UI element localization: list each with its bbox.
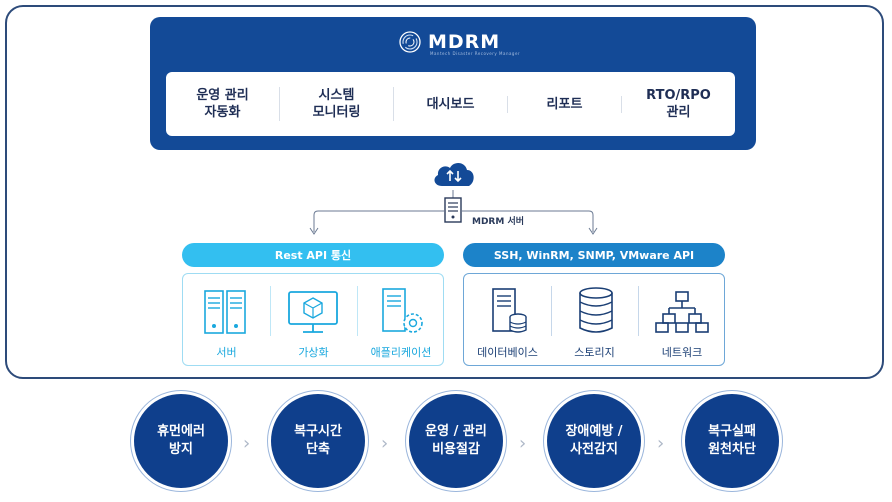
target-database-label: 데이터베이스 bbox=[477, 346, 538, 359]
protocol-api-pill: SSH, WinRM, SNMP, VMware API bbox=[463, 243, 725, 267]
benefit-cost-saving: 운영 / 관리 비용절감 bbox=[409, 394, 503, 488]
chevron-right-icon: › bbox=[519, 433, 527, 454]
benefit-failure-prevention: 장애예방 / 사전감지 bbox=[547, 394, 641, 488]
brand-subtitle: Mantech Disaster Recovery Manager bbox=[430, 51, 521, 56]
brand-name: MDRM bbox=[428, 31, 501, 53]
divider bbox=[270, 286, 271, 336]
mdrm-logo-icon bbox=[399, 31, 421, 53]
server-rack-icon bbox=[204, 290, 246, 334]
protocol-targets-panel: 데이터베이스 스토리지 네트워크 bbox=[463, 273, 725, 366]
divider bbox=[551, 286, 552, 336]
chevron-right-icon: › bbox=[657, 433, 665, 454]
chevron-right-icon: › bbox=[381, 433, 389, 454]
benefit-human-error: 휴먼에러 방지 bbox=[134, 394, 228, 488]
target-storage: 스토리지 bbox=[551, 274, 638, 365]
target-network-label: 네트워크 bbox=[661, 346, 703, 359]
cloud-sync-icon bbox=[434, 162, 474, 186]
menu-item-report[interactable]: 리포트 bbox=[508, 95, 622, 113]
virtualization-monitor-icon bbox=[288, 291, 338, 333]
target-storage-label: 스토리지 bbox=[574, 346, 615, 359]
target-server-label: 서버 bbox=[216, 346, 237, 359]
divider bbox=[638, 286, 639, 336]
storage-cylinder-icon bbox=[579, 287, 613, 333]
mdrm-logo: MDRM bbox=[398, 30, 500, 54]
application-gear-icon bbox=[382, 288, 423, 333]
menu-item-system-monitoring[interactable]: 시스템 모니터링 bbox=[280, 87, 394, 121]
target-server: 서버 bbox=[183, 274, 270, 365]
menu-item-rto-rpo[interactable]: RTO/RPO 관리 bbox=[646, 88, 711, 120]
mdrm-server-label: MDRM 서버 bbox=[472, 217, 525, 227]
target-network: 네트워크 bbox=[638, 274, 726, 365]
server-icon bbox=[444, 197, 462, 223]
network-tree-icon bbox=[655, 291, 709, 333]
target-virtualization-label: 가상화 bbox=[298, 346, 329, 359]
rest-api-pill: Rest API 통신 bbox=[182, 243, 444, 267]
menu-item-operation-automation[interactable]: 운영 관리 자동화 bbox=[166, 87, 280, 121]
feature-menu: 운영 관리 자동화 시스템 모니터링 대시보드 리포트 RTO/RPO 관리 bbox=[166, 72, 735, 136]
divider bbox=[357, 286, 358, 336]
menu-item-dashboard[interactable]: 대시보드 bbox=[394, 95, 508, 113]
chevron-right-icon: › bbox=[243, 433, 251, 454]
target-application: 애플리케이션 bbox=[357, 274, 445, 365]
target-database: 데이터베이스 bbox=[464, 274, 551, 365]
target-virtualization: 가상화 bbox=[270, 274, 357, 365]
rest-api-targets-panel: 서버 가상화 애플리케이션 bbox=[182, 273, 444, 366]
benefit-recovery-time: 복구시간 단축 bbox=[271, 394, 365, 488]
target-application-label: 애플리케이션 bbox=[370, 346, 432, 359]
database-server-icon bbox=[492, 288, 527, 333]
benefit-recovery-failure-block: 복구실패 원천차단 bbox=[685, 394, 779, 488]
